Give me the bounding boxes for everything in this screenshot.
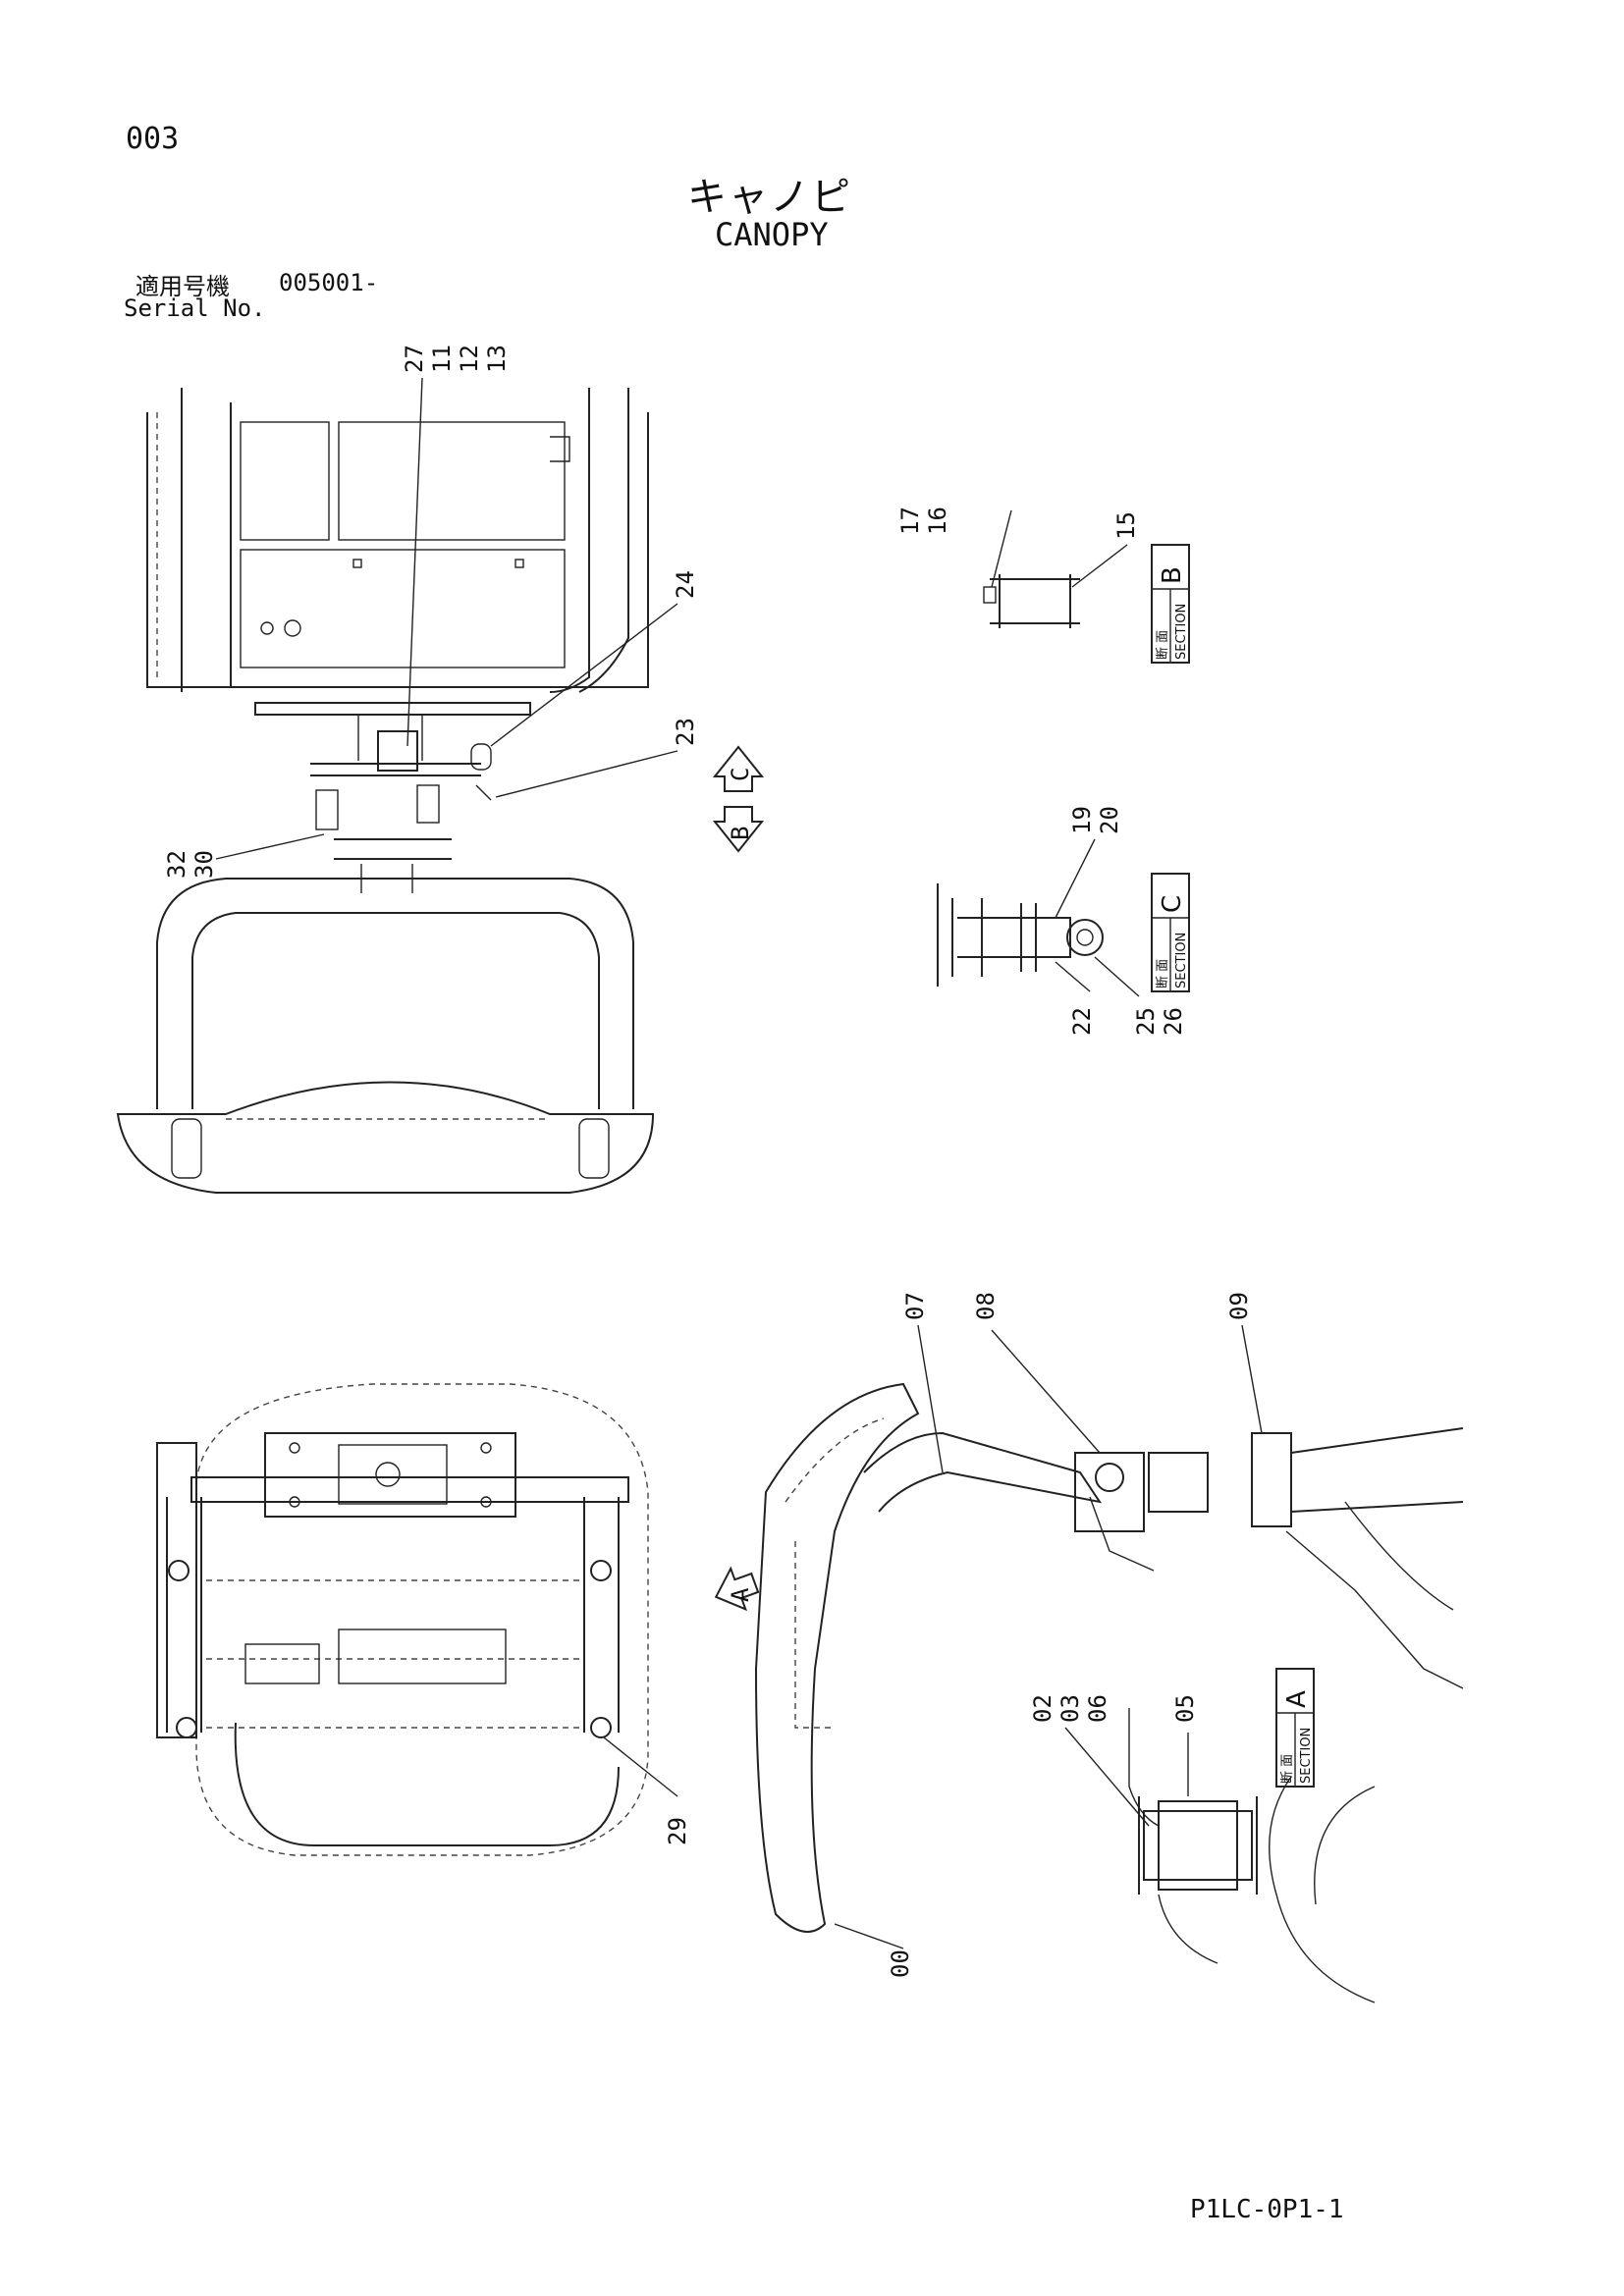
- section-b-letter: B: [1158, 566, 1187, 584]
- section-a-badge: A 断 面 SECTION: [1275, 1668, 1315, 1788]
- serial-label-ja: 適用号機: [135, 273, 230, 300]
- section-a-letter: A: [1282, 1690, 1312, 1708]
- label-30: 30: [190, 850, 218, 879]
- label-06: 06: [1084, 1694, 1111, 1723]
- label-15: 15: [1112, 511, 1140, 540]
- label-08: 08: [972, 1292, 1000, 1320]
- view-arrow-b-letter: B: [727, 827, 754, 840]
- section-c-labels: 19 20 22 25 26: [1068, 806, 1187, 1036]
- section-a-detail: [1064, 1708, 1376, 2003]
- label-26: 26: [1160, 1007, 1187, 1036]
- serial-label-en: Serial No.: [124, 294, 266, 322]
- label-00: 00: [887, 1949, 914, 1978]
- section-c-en: SECTION: [1174, 933, 1189, 988]
- document-code: P1LC-0P1-1: [1190, 2195, 1344, 2224]
- bottom-left-view: [156, 1383, 678, 1856]
- page-title-ja: キャノピ: [687, 175, 852, 220]
- view-arrow-a-letter: A: [727, 1587, 754, 1602]
- label-13: 13: [483, 345, 511, 373]
- label-12: 12: [456, 345, 483, 373]
- label-16: 16: [924, 507, 951, 535]
- label-27: 27: [401, 345, 428, 373]
- top-view-labels: 27 11 12 13 24 23 32 30: [163, 345, 699, 879]
- section-b-en: SECTION: [1174, 604, 1189, 660]
- side-view-labels: 07 08 09 00: [887, 1292, 1253, 1978]
- label-19: 19: [1068, 806, 1096, 834]
- section-a-en: SECTION: [1299, 1728, 1314, 1784]
- view-arrow-a: A: [714, 1566, 760, 1612]
- top-view: [116, 388, 655, 1194]
- label-29: 29: [664, 1817, 691, 1845]
- label-25: 25: [1132, 1007, 1160, 1036]
- label-20: 20: [1096, 806, 1123, 834]
- page-number: 003: [126, 122, 180, 156]
- view-arrow-c-letter: C: [727, 768, 754, 781]
- label-23: 23: [672, 718, 699, 746]
- section-b-ja: 断 面: [1156, 630, 1170, 660]
- section-b-badge: B 断 面 SECTION: [1151, 544, 1190, 664]
- section-c-letter: C: [1158, 895, 1187, 913]
- label-03: 03: [1056, 1694, 1084, 1723]
- section-a-labels: 02 03 06 05: [1029, 1694, 1199, 1723]
- label-17: 17: [896, 507, 924, 535]
- view-arrow-c: C: [712, 745, 765, 792]
- bottom-left-labels: 29: [664, 1817, 691, 1845]
- label-09: 09: [1225, 1292, 1253, 1320]
- label-07: 07: [901, 1292, 929, 1320]
- side-view: [754, 1324, 1464, 1949]
- label-02: 02: [1029, 1694, 1056, 1723]
- view-arrow-b: B: [712, 806, 765, 853]
- serial-value: 005001-: [279, 269, 379, 296]
- section-b-detail: [983, 509, 1128, 628]
- section-c-ja: 断 面: [1156, 959, 1170, 988]
- section-a-ja: 断 面: [1280, 1754, 1295, 1784]
- section-c-badge: C 断 面 SECTION: [1151, 873, 1190, 992]
- label-05: 05: [1171, 1694, 1199, 1723]
- section-b-labels: 17 16 15: [896, 507, 1140, 540]
- label-32: 32: [163, 850, 190, 879]
- page-title-en: CANOPY: [715, 216, 829, 253]
- label-22: 22: [1068, 1007, 1096, 1036]
- section-c-detail: [937, 838, 1140, 997]
- label-24: 24: [672, 570, 699, 599]
- label-11: 11: [428, 345, 456, 373]
